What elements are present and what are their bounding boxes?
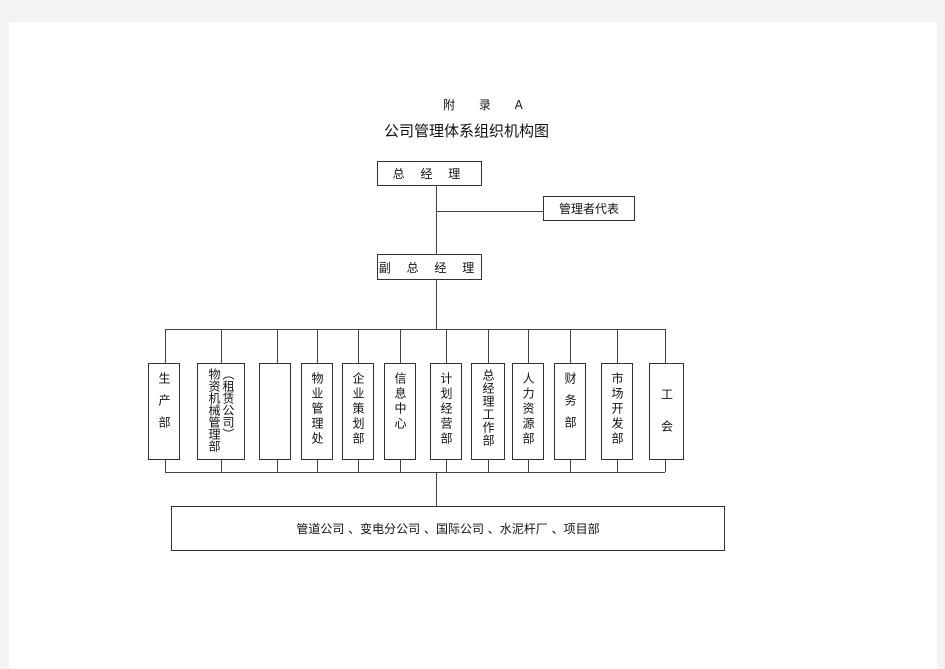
dept-label-line2: （租赁公司） — [221, 368, 235, 440]
dept-label: 生产部 — [157, 372, 171, 438]
dept-property: 物业管理处 — [301, 363, 333, 460]
connector-gm-deputy — [436, 186, 437, 254]
drop-line — [277, 329, 278, 363]
rise-line — [277, 460, 278, 472]
dept-planning-operations: 计划经营部 — [430, 363, 462, 460]
dept-market-development: 市场开发部 — [601, 363, 633, 460]
dept-materials: 物资机械管理部 （租赁公司） — [197, 363, 245, 460]
rise-line — [488, 460, 489, 472]
rise-line — [528, 460, 529, 472]
drop-line — [488, 329, 489, 363]
dept-hr: 人力资源部 — [512, 363, 544, 460]
rise-line — [317, 460, 318, 472]
dept-union: 工会 — [649, 363, 684, 460]
dept-info-center: 信息中心 — [384, 363, 416, 460]
management-rep-box: 管理者代表 — [543, 196, 635, 221]
dept-label: 市场开发部 — [610, 372, 624, 447]
rise-line — [221, 460, 222, 472]
drop-line — [617, 329, 618, 363]
dept-label: 信息中心 — [393, 372, 407, 432]
dept-label: 工会 — [659, 388, 674, 452]
rise-line — [165, 460, 166, 472]
drop-line — [221, 329, 222, 363]
rise-line — [570, 460, 571, 472]
dept-label-line1: 物资机械管理部 — [207, 368, 221, 452]
drop-line — [400, 329, 401, 363]
drop-line — [446, 329, 447, 363]
dept-label: 总经理工作部 — [481, 369, 495, 447]
drop-line — [665, 329, 666, 363]
deputy-gm-box: 副 总 经 理 — [377, 254, 482, 280]
dept-label: 物业管理处 — [310, 372, 324, 447]
chart-title: 公司管理体系组织机构图 — [384, 122, 550, 140]
top-bus-line — [165, 329, 665, 330]
connector-deputy-bus — [436, 280, 437, 329]
dept-label: 财务部 — [563, 372, 577, 438]
page — [9, 22, 937, 669]
drop-line — [358, 329, 359, 363]
appendix-label: 附 录 A — [443, 98, 533, 112]
dept-blank — [259, 363, 291, 460]
connector-bus-subsidiaries — [436, 472, 437, 506]
drop-line — [317, 329, 318, 363]
dept-finance: 财务部 — [554, 363, 586, 460]
dept-label: 人力资源部 — [521, 372, 535, 447]
subsidiaries-box: 管道公司 、变电分公司 、国际公司 、水泥杆厂 、项目部 — [171, 506, 725, 551]
rise-line — [617, 460, 618, 472]
drop-line — [165, 329, 166, 363]
connector-gm-rep — [436, 211, 543, 212]
drop-line — [570, 329, 571, 363]
rise-line — [358, 460, 359, 472]
dept-production: 生产部 — [148, 363, 180, 460]
rise-line — [665, 460, 666, 472]
dept-label: 计划经营部 — [439, 372, 453, 447]
drop-line — [528, 329, 529, 363]
dept-planning: 企业策划部 — [342, 363, 374, 460]
dept-gm-office: 总经理工作部 — [471, 363, 505, 460]
rise-line — [446, 460, 447, 472]
bottom-bus-line — [165, 472, 665, 473]
dept-label: 企业策划部 — [351, 372, 365, 447]
rise-line — [400, 460, 401, 472]
general-manager-box: 总 经 理 — [377, 161, 482, 186]
